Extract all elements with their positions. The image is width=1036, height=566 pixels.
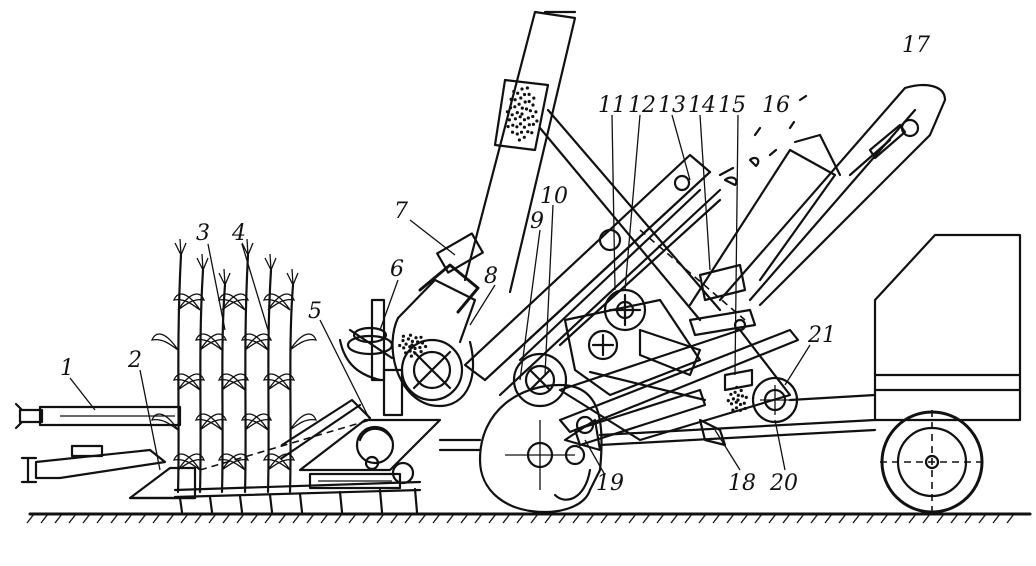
callout-10: 10 [540,184,568,209]
callout-20: 20 [769,471,798,496]
callout-21: 21 [807,323,836,348]
callout-14: 14 [688,93,716,118]
leader-lines [69,114,811,476]
callout-15: 15 [718,93,746,118]
callout-6: 6 [390,257,404,282]
hitch-drawbar [14,402,182,430]
callout-18: 18 [728,471,756,496]
corn-stalks [150,238,318,494]
callout-7: 7 [394,199,408,224]
husking-rolls [563,288,707,402]
discharge-elevator [463,10,722,322]
callout-4: 4 [231,221,246,246]
corn-stalk [194,268,250,494]
callout-11: 11 [598,93,626,118]
callout-16: 16 [762,93,790,118]
corn-stalk [217,238,273,494]
ground [26,512,1032,524]
husking-table [463,153,722,408]
callout-5: 5 [308,299,322,324]
corn-stalk [240,253,296,494]
cleaning-conveyor [558,229,800,442]
corn-stalk [172,253,228,494]
callout-13: 13 [658,93,686,118]
callout-3: 3 [196,221,210,246]
snapping-unit [199,398,442,472]
callout-17: 17 [902,33,930,58]
corn-stalk [150,238,206,494]
main-wheel [438,383,603,514]
gathering-chain [338,298,404,417]
callout-19: 19 [596,471,624,496]
callout-labels: 1 2 3 4 5 6 7 8 9 10 11 12 13 14 15 16 1… [60,33,930,496]
callout-8: 8 [484,264,498,289]
callout-9: 9 [530,209,544,234]
crop-divider [128,466,197,500]
lower-elevator [391,232,484,408]
callout-1: 1 [60,356,74,381]
header-frame [173,461,422,514]
cart-elevator [688,84,947,307]
corn-stalk [262,268,318,494]
lower-frame-rod [20,444,167,484]
callout-2: 2 [127,348,142,373]
trailer-cart [598,233,1022,514]
callout-12: 12 [628,93,656,118]
